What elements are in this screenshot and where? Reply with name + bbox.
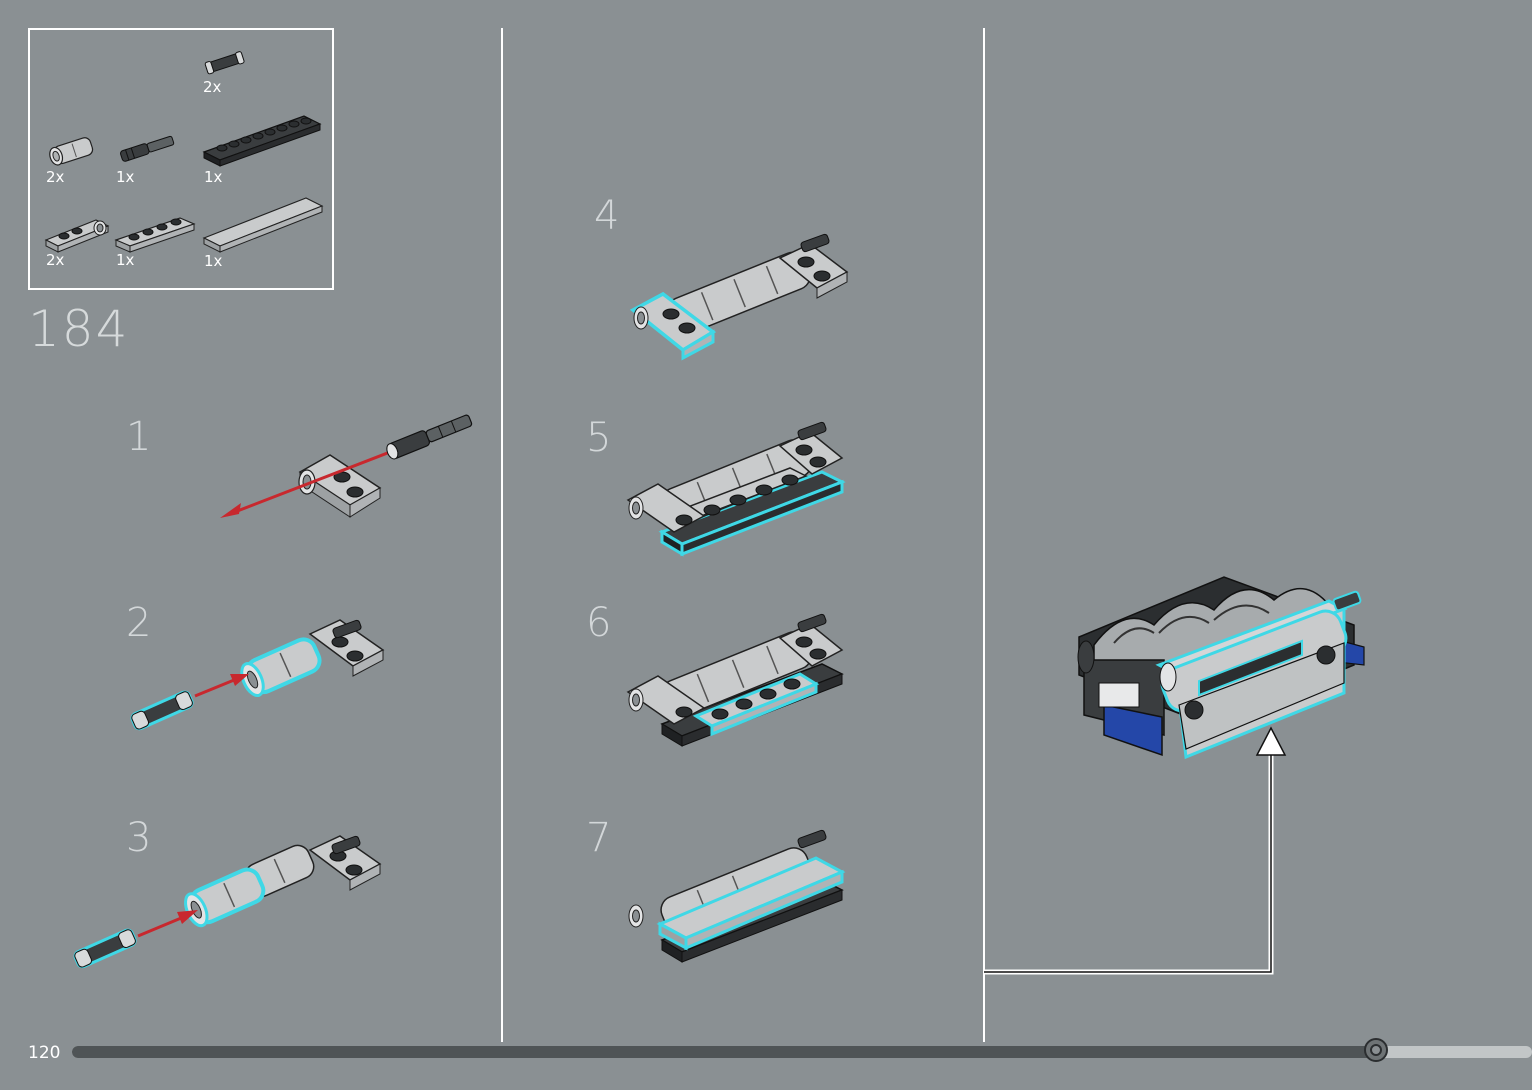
axle-pin-part (385, 412, 474, 460)
step-5-illustration (620, 420, 850, 560)
part-qty: 1x (204, 252, 222, 270)
pin-connector-round-part-highlighted (181, 866, 267, 929)
axle-connector-part-highlighted (131, 690, 194, 730)
sub-step-number: 4 (594, 193, 619, 239)
callout-arrowhead (1257, 728, 1285, 755)
progress-bar (72, 1046, 1532, 1058)
part-qty: 1x (116, 251, 134, 269)
sub-step-number: 1 (126, 414, 151, 460)
step-4-illustration (625, 230, 855, 365)
plate-with-hole-part (310, 620, 383, 676)
assembly-arrow (138, 916, 186, 936)
step-7-illustration (620, 828, 850, 968)
assembly-arrow (195, 678, 239, 696)
tile-1x8-part-icon (202, 194, 324, 254)
plate-with-hole-part-icon (44, 210, 114, 254)
part-qty: 1x (116, 168, 134, 186)
pin-connector-round-part-icon (44, 130, 100, 170)
parts-list-box: 2x 2x 1x 1x (28, 28, 334, 290)
sub-step-number: 6 (586, 600, 611, 646)
axle-pin-part-icon (114, 130, 180, 166)
main-step-number: 184 (28, 300, 129, 358)
axle-connector-part-highlighted (74, 928, 137, 968)
part-qty: 2x (203, 78, 221, 96)
progress-bar-fill (72, 1046, 1376, 1058)
plate-1x4-part-icon (114, 210, 200, 254)
final-assembly-illustration (984, 565, 1374, 980)
page-number: 120 (28, 1043, 60, 1063)
part-qty: 2x (46, 168, 64, 186)
step-3-illustration (70, 828, 390, 973)
part-qty: 2x (46, 251, 64, 269)
axle-connector-part-icon (202, 50, 252, 80)
column-divider-1 (501, 28, 503, 1042)
progress-bar-knob[interactable] (1364, 1038, 1388, 1062)
plate-with-hole-part (299, 455, 380, 517)
step-1-illustration (215, 400, 480, 530)
pin-connector-round-part-highlighted (237, 636, 323, 699)
step-2-illustration (125, 612, 390, 737)
sub-step-number: 7 (586, 815, 611, 861)
plate-with-hole-part (310, 836, 380, 890)
sub-step-number: 5 (586, 415, 611, 461)
callout-connector-line (984, 755, 1271, 972)
step-6-illustration (620, 612, 850, 752)
part-qty: 1x (204, 168, 222, 186)
plate-1x8-black-part-icon (202, 112, 324, 168)
